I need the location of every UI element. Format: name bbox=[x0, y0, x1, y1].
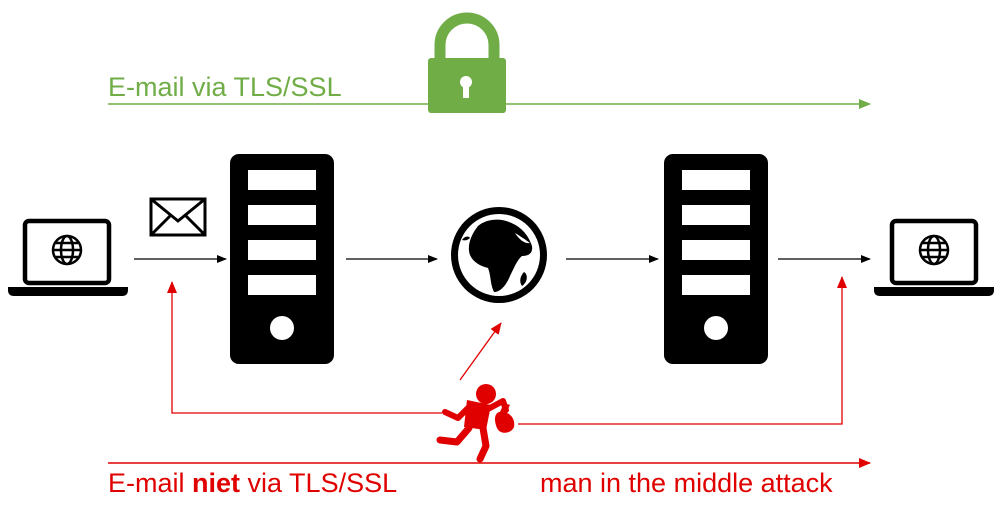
lock-icon bbox=[428, 12, 506, 113]
globe-icon bbox=[51, 234, 83, 266]
server-icon bbox=[664, 154, 768, 364]
laptop-icon bbox=[874, 218, 994, 296]
thief-icon bbox=[436, 384, 515, 463]
attack-path-left bbox=[167, 281, 442, 414]
attack-path-right bbox=[518, 276, 847, 425]
attack-path-globe bbox=[459, 322, 502, 381]
globe-icon bbox=[451, 207, 547, 303]
envelope-icon bbox=[149, 197, 207, 237]
laptop-icon bbox=[8, 218, 128, 296]
no-tls-label: E-mail niet via TLS/SSL bbox=[108, 470, 397, 497]
no-tls-emphasis: niet bbox=[192, 468, 241, 498]
no-tls-suffix: via TLS/SSL bbox=[240, 468, 398, 498]
no-tls-prefix: E-mail bbox=[108, 468, 193, 498]
tls-label: E-mail via TLS/SSL bbox=[108, 72, 342, 102]
mitm-label: man in the middle attack bbox=[540, 468, 833, 498]
server-icon bbox=[230, 154, 334, 364]
globe-icon bbox=[918, 234, 950, 266]
